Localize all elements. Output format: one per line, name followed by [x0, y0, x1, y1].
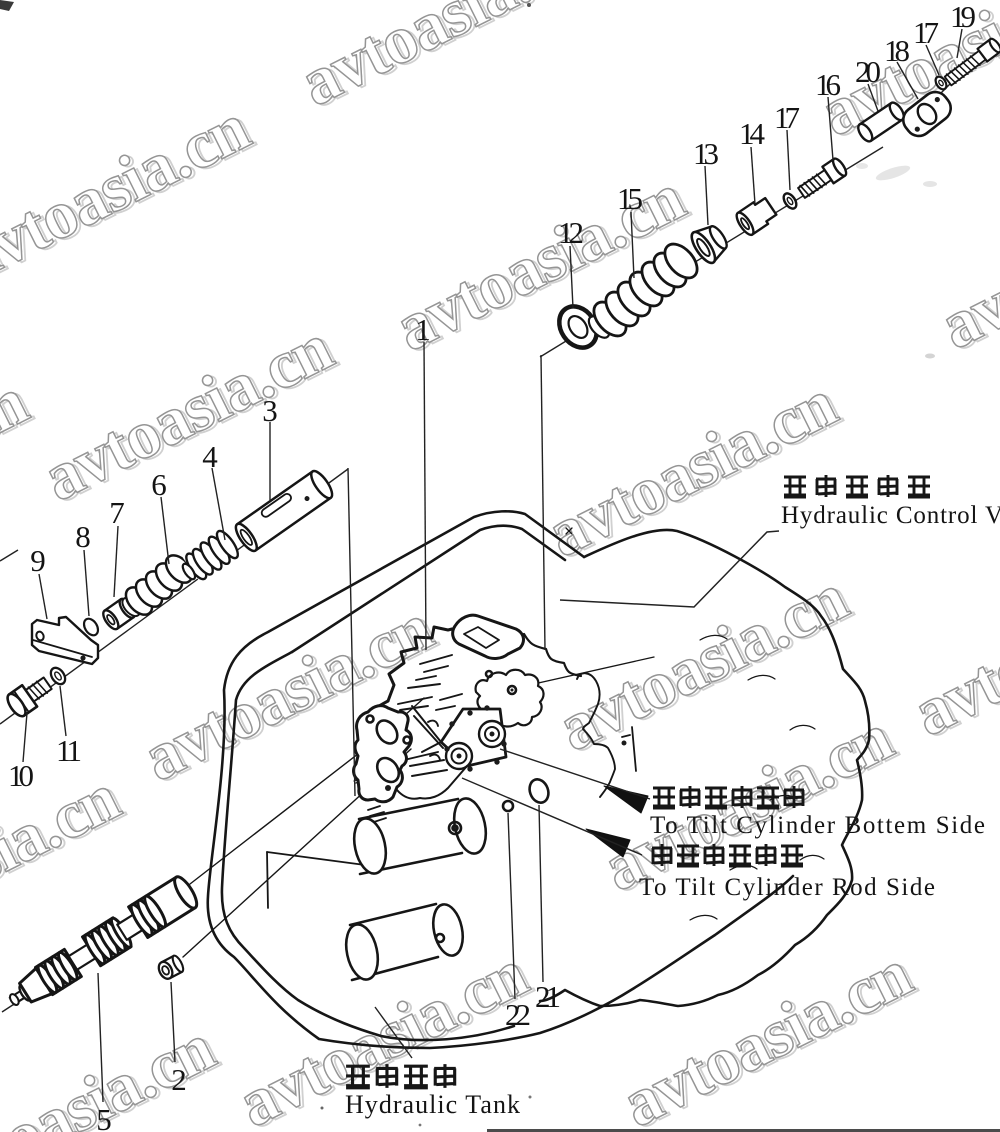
svg-text:8: 8	[75, 519, 91, 554]
svg-text:3: 3	[262, 393, 278, 428]
svg-text:Hydraulic Control V: Hydraulic Control V	[781, 502, 1000, 529]
svg-text:20: 20	[855, 54, 881, 89]
svg-text:22: 22	[505, 997, 531, 1032]
svg-text:21: 21	[535, 979, 561, 1014]
svg-text:4: 4	[202, 439, 218, 474]
svg-text:avtoasia.cn: avtoasia.cn	[535, 364, 848, 571]
svg-text:5: 5	[96, 1102, 112, 1132]
svg-text:15: 15	[617, 181, 643, 216]
svg-text:avtoasia.cn: avtoasia.cn	[0, 362, 39, 569]
svg-text:9: 9	[30, 543, 46, 578]
svg-text:17: 17	[913, 15, 939, 50]
svg-text:2: 2	[171, 1062, 187, 1097]
svg-text:1: 1	[415, 312, 431, 347]
svg-text:6: 6	[151, 467, 167, 502]
svg-text:14: 14	[739, 116, 766, 151]
svg-text:avtoasia.cn: avtoasia.cn	[0, 1008, 226, 1132]
svg-text:To Tilt Cylinder Bottem Side: To Tilt Cylinder Bottem Side	[650, 812, 985, 839]
svg-text:13: 13	[693, 136, 719, 171]
svg-text:avtoasia.cn: avtoasia.cn	[901, 543, 1000, 750]
svg-text:18: 18	[884, 33, 910, 68]
svg-text:avtoasia.cn: avtoasia.cn	[610, 934, 923, 1132]
svg-text:avtoasia.cn: avtoasia.cn	[928, 156, 1000, 363]
svg-text:11: 11	[56, 733, 82, 768]
svg-text:10: 10	[8, 758, 34, 793]
svg-text:Hydraulic Tank: Hydraulic Tank	[345, 1090, 520, 1119]
svg-text:16: 16	[815, 67, 841, 102]
svg-text:To Tilt Cylinder Rod Side: To Tilt Cylinder Rod Side	[639, 874, 935, 901]
svg-text:17: 17	[774, 100, 800, 135]
svg-text:12: 12	[558, 215, 584, 250]
svg-text:7: 7	[109, 495, 125, 530]
svg-text:19: 19	[950, 0, 976, 34]
svg-text:avtoasia.cn: avtoasia.cn	[0, 88, 261, 295]
